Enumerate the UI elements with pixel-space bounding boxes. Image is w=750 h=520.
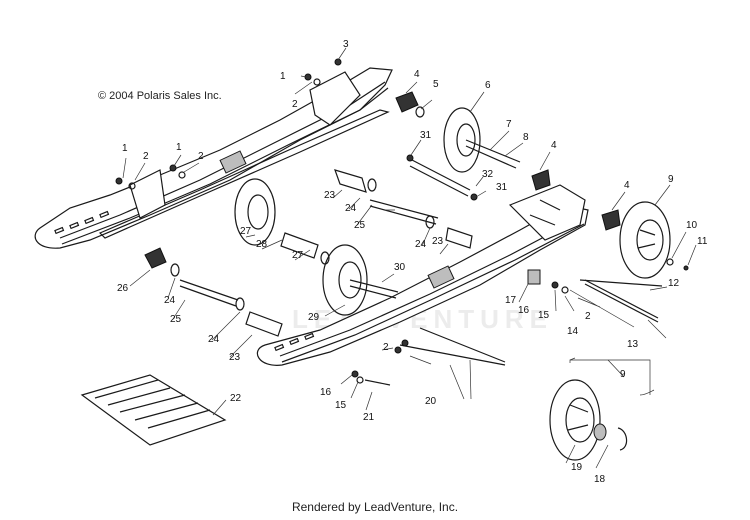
callout-23: 23: [324, 190, 336, 201]
callout-11: 11: [697, 236, 708, 247]
small-parts: [115, 58, 689, 384]
footer-credit: Rendered by LeadVenture, Inc.: [291, 500, 459, 514]
callout-2: 2: [585, 311, 591, 322]
callout-13: 13: [627, 339, 639, 350]
leader-lines: [122, 47, 697, 469]
callout-4: 4: [551, 140, 557, 151]
callout-29: 29: [308, 312, 320, 323]
callout-6: 6: [485, 80, 491, 91]
callout-28: 28: [256, 239, 268, 250]
callout-23: 23: [229, 352, 241, 363]
callout-5: 5: [433, 79, 439, 90]
callout-10: 10: [686, 220, 698, 231]
callout-21: 21: [363, 412, 375, 423]
callout-19: 19: [571, 462, 583, 473]
callout-2: 2: [143, 151, 149, 162]
callout-2: 2: [383, 342, 389, 353]
callout-27: 27: [240, 226, 252, 237]
wheel-29: [322, 244, 399, 316]
callout-25: 25: [354, 220, 366, 231]
callout-24: 24: [415, 239, 427, 250]
right-rail: [256, 184, 589, 366]
callout-8: 8: [523, 132, 529, 143]
callout-3: 3: [343, 39, 349, 50]
callout-16: 16: [518, 305, 530, 316]
callout-31: 31: [496, 182, 508, 193]
callout-24: 24: [208, 334, 220, 345]
callout-24: 24: [164, 295, 176, 306]
callout-9: 9: [668, 174, 674, 185]
callout-4: 4: [624, 180, 630, 191]
callout-30: 30: [394, 262, 406, 273]
callout-2: 2: [198, 151, 204, 162]
callout-23: 23: [432, 236, 444, 247]
callout-18: 18: [594, 474, 606, 485]
callout-16: 16: [320, 387, 332, 398]
callout-1: 1: [122, 143, 128, 154]
skid-plate: [80, 374, 227, 446]
right-rail-slots: [274, 332, 315, 352]
left-rail: [34, 67, 393, 249]
callout-1: 1: [280, 71, 286, 82]
callout-24: 24: [345, 203, 357, 214]
wheel-6: [443, 107, 521, 173]
copyright-notice: © 2004 Polaris Sales Inc.: [98, 90, 222, 102]
wheel-9-lower: [549, 379, 628, 461]
callout-12: 12: [668, 278, 680, 289]
callout-15: 15: [538, 310, 550, 321]
callout-9: 9: [620, 369, 626, 380]
wheel-27-upper: [234, 178, 276, 246]
callout-31: 31: [420, 130, 432, 141]
callout-22: 22: [230, 393, 242, 404]
shafts: [179, 159, 663, 386]
callout-27: 27: [292, 250, 304, 261]
callout-7: 7: [506, 119, 512, 130]
callout-32: 32: [482, 169, 494, 180]
callout-1: 1: [176, 142, 182, 153]
callout-15: 15: [335, 400, 347, 411]
callout-26: 26: [117, 283, 129, 294]
callout-4: 4: [414, 69, 420, 80]
callout-20: 20: [425, 396, 437, 407]
callout-2: 2: [292, 99, 298, 110]
callout-14: 14: [567, 326, 579, 337]
callout-25: 25: [170, 314, 182, 325]
callout-17: 17: [505, 295, 517, 306]
left-rail-slots: [54, 210, 110, 235]
wheel-9-upper: [619, 201, 671, 279]
